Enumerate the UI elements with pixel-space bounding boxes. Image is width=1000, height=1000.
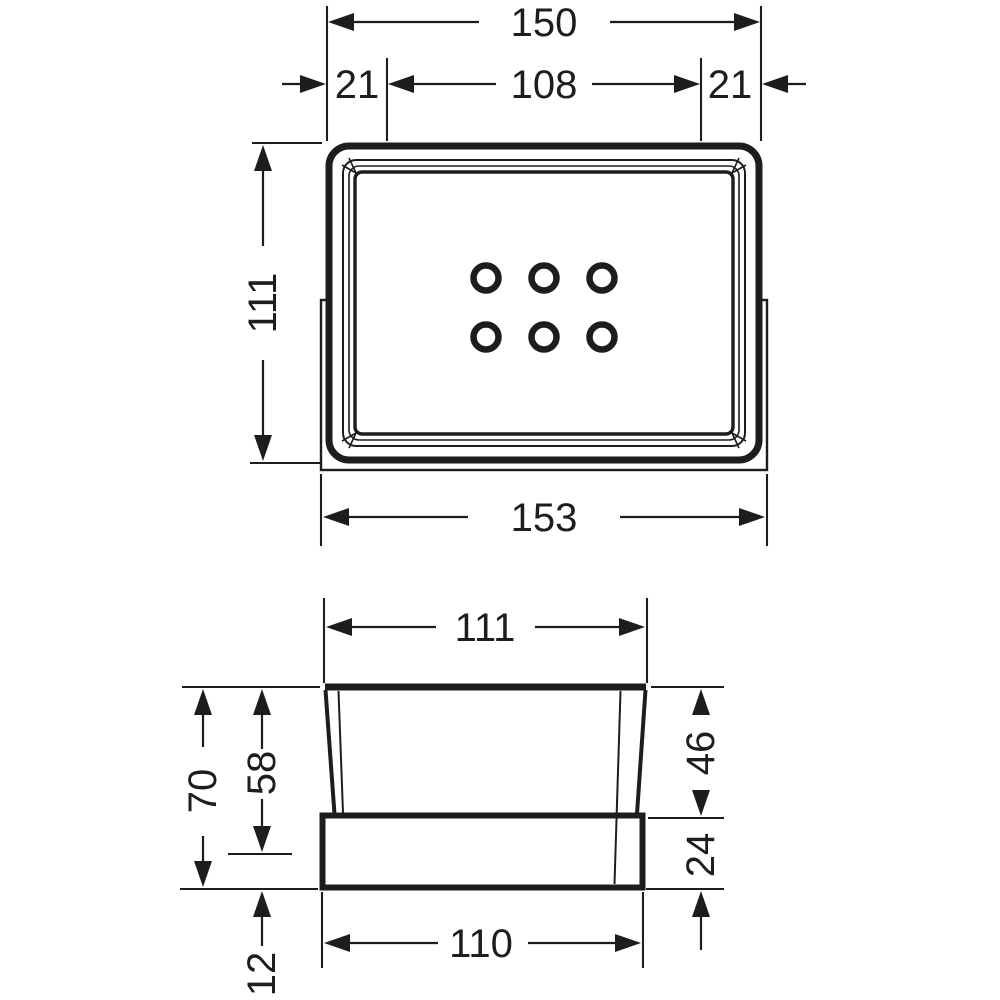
dim-arrow-down [253,826,271,852]
dim-arrow-left [324,934,350,952]
dim-label-top-width: 111 [455,606,516,650]
rim-line-outer [342,159,746,447]
dim-rim-to-bracket: 46 [679,689,723,816]
dim-depth: 111 [241,145,285,461]
rim-line-inner [353,170,735,436]
dim-base-width: 153 [323,496,765,540]
wall-bracket-side-view [319,812,646,891]
dim-basket-depth: 58 [240,689,284,852]
basket-left-wall [323,689,337,815]
side-view: 111 70 58 12 46 [180,598,724,996]
drain-hole [528,321,560,353]
dim-arrow [762,75,788,93]
rim-line-middle [348,165,740,441]
corner-chamfer-top-right [731,157,747,174]
dim-hole-offsets: 21 108 21 [282,63,806,107]
dim-bracket-height: 24 [679,833,723,950]
side-view-extension-lines [180,598,724,968]
drain-holes [470,262,618,353]
dim-label-overall-width: 150 [511,1,578,45]
dim-top-width: 111 [326,606,645,650]
drain-hole [586,321,618,353]
dim-label-base-width: 153 [511,496,578,540]
dim-arrow-right [734,13,760,31]
dim-total-height: 70 [181,689,225,887]
dim-arrow-up [692,891,710,917]
corner-chamfer-top-left [341,157,357,174]
basket-outline [325,142,763,464]
drain-hole [470,262,502,294]
dim-bracket-width: 110 [324,922,641,966]
dim-label-rim-to-bracket: 46 [679,731,723,776]
dim-arrow-up [254,145,272,171]
dim-arrow-down [692,790,710,816]
dim-arrow-up [253,689,271,715]
dim-label-total-height: 70 [181,769,225,814]
corner-chamfer-bottom-left [341,432,357,449]
dim-arrow-left [323,508,349,526]
dim-arrow [388,75,414,93]
dim-arrow [300,75,326,93]
dim-arrow-up [692,689,710,715]
basket-right-wall-inner [613,690,622,885]
dim-arrow-right [619,618,645,636]
dim-arrow-down [254,435,272,461]
dim-arrow-up [253,891,271,917]
dim-arrow [674,75,700,93]
dim-label-bracket-height: 24 [679,833,723,878]
dim-arrow-right [739,508,765,526]
dim-label-left-inset: 21 [335,63,380,107]
dim-arrow-down [194,861,212,887]
dim-arrow-right [615,934,641,952]
drain-hole [470,321,502,353]
dim-label-hole-span: 108 [511,63,578,107]
corner-chamfer-bottom-right [731,432,747,449]
dim-arrow-left [326,618,352,636]
dim-arrow-left [328,13,354,31]
dim-bottom-offset: 12 [240,891,284,996]
basket-left-wall-inner [337,690,344,814]
dim-overall-width: 150 [328,1,760,45]
top-view: 150 21 108 21 111 [241,1,806,546]
dim-label-bracket-width: 110 [449,922,513,966]
dim-label-right-inset: 21 [708,63,753,107]
basket-right-wall [635,689,648,815]
dim-label-bottom-offset: 12 [240,952,284,997]
drain-hole [528,262,560,294]
dim-label-depth: 111 [241,273,285,334]
dim-arrow-up [194,689,212,715]
dim-label-basket-depth: 58 [240,751,284,796]
drain-hole [586,262,618,294]
top-view-extension-lines [250,6,769,546]
